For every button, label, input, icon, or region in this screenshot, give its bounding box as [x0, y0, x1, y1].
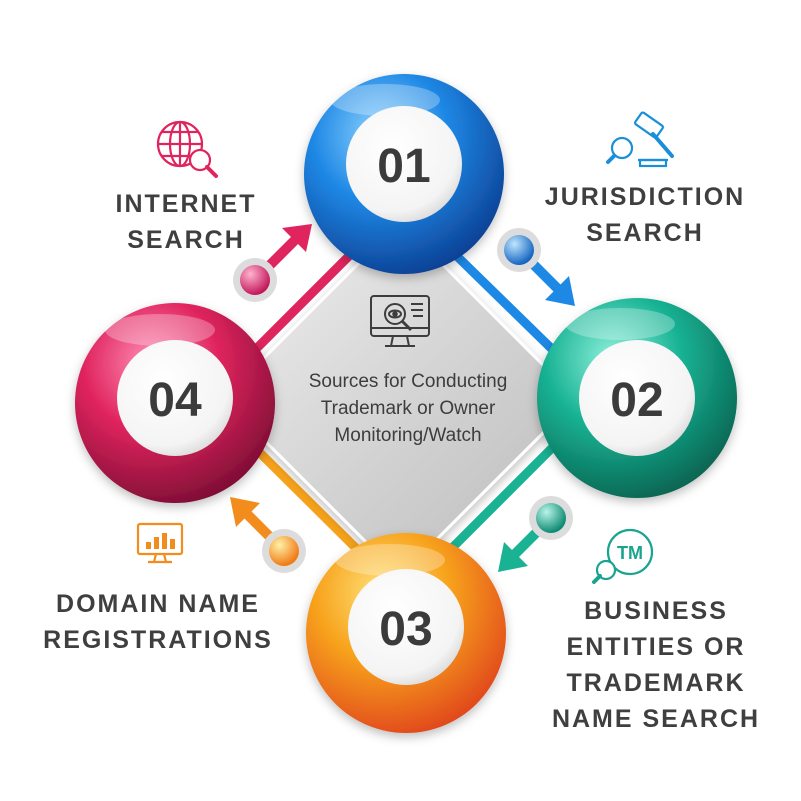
step-04-number: 04 — [148, 374, 202, 427]
arrow-03-to-04 — [230, 497, 306, 573]
trademark-magnifier-icon: TM — [592, 528, 654, 584]
step-03-label-line: ENTITIES OR — [566, 633, 746, 661]
center-title-line: Monitoring/Watch — [334, 425, 482, 446]
step-03-node: 03 — [306, 533, 506, 733]
arrow-04-to-01 — [233, 224, 312, 302]
step-02-label-line: JURISDICTION — [544, 183, 746, 211]
step-04-node: 04 — [75, 303, 275, 503]
step-01-badge — [346, 106, 462, 222]
step-03-badge — [348, 569, 464, 685]
step-03-label-line: TRADEMARK — [566, 669, 746, 697]
step-02-node: 02 — [537, 298, 737, 498]
step-01-number: 01 — [377, 140, 430, 193]
step-01-node: 01 — [304, 74, 504, 274]
step-04-badge — [117, 340, 233, 456]
step-03-label: BUSINESS ENTITIES OR TRADEMARK NAME SEAR… — [538, 593, 774, 737]
step-03-label-line: NAME SEARCH — [551, 705, 761, 733]
arrow-02-to-03 — [498, 496, 573, 572]
step-01-label-line: SEARCH — [127, 226, 245, 254]
step-02-number: 02 — [610, 374, 663, 427]
step-01-label-line: INTERNET — [115, 190, 257, 218]
gavel-magnifier-icon — [606, 111, 674, 168]
monitor-magnifier-eye-icon — [370, 295, 430, 347]
step-03-number: 03 — [379, 603, 432, 656]
center-title: Sources for Conducting Trademark or Owne… — [275, 368, 541, 449]
step-04-label-line: REGISTRATIONS — [43, 626, 273, 654]
step-04-label: DOMAIN NAME REGISTRATIONS — [30, 586, 286, 658]
globe-magnifier-icon — [156, 120, 218, 178]
center-title-line: Trademark or Owner — [320, 398, 496, 419]
step-02-label: JURISDICTION SEARCH — [535, 179, 755, 251]
step-03-label-line: BUSINESS — [584, 597, 728, 625]
monitor-chart-icon — [136, 522, 184, 564]
center-title-line: Sources for Conducting — [308, 371, 508, 392]
arrow-01-to-02 — [497, 228, 575, 306]
step-01-label: INTERNET SEARCH — [106, 186, 266, 258]
step-02-label-line: SEARCH — [586, 219, 704, 247]
step-04-label-line: DOMAIN NAME — [56, 590, 260, 618]
svg-text:TM: TM — [617, 543, 643, 563]
step-02-badge — [579, 340, 695, 456]
